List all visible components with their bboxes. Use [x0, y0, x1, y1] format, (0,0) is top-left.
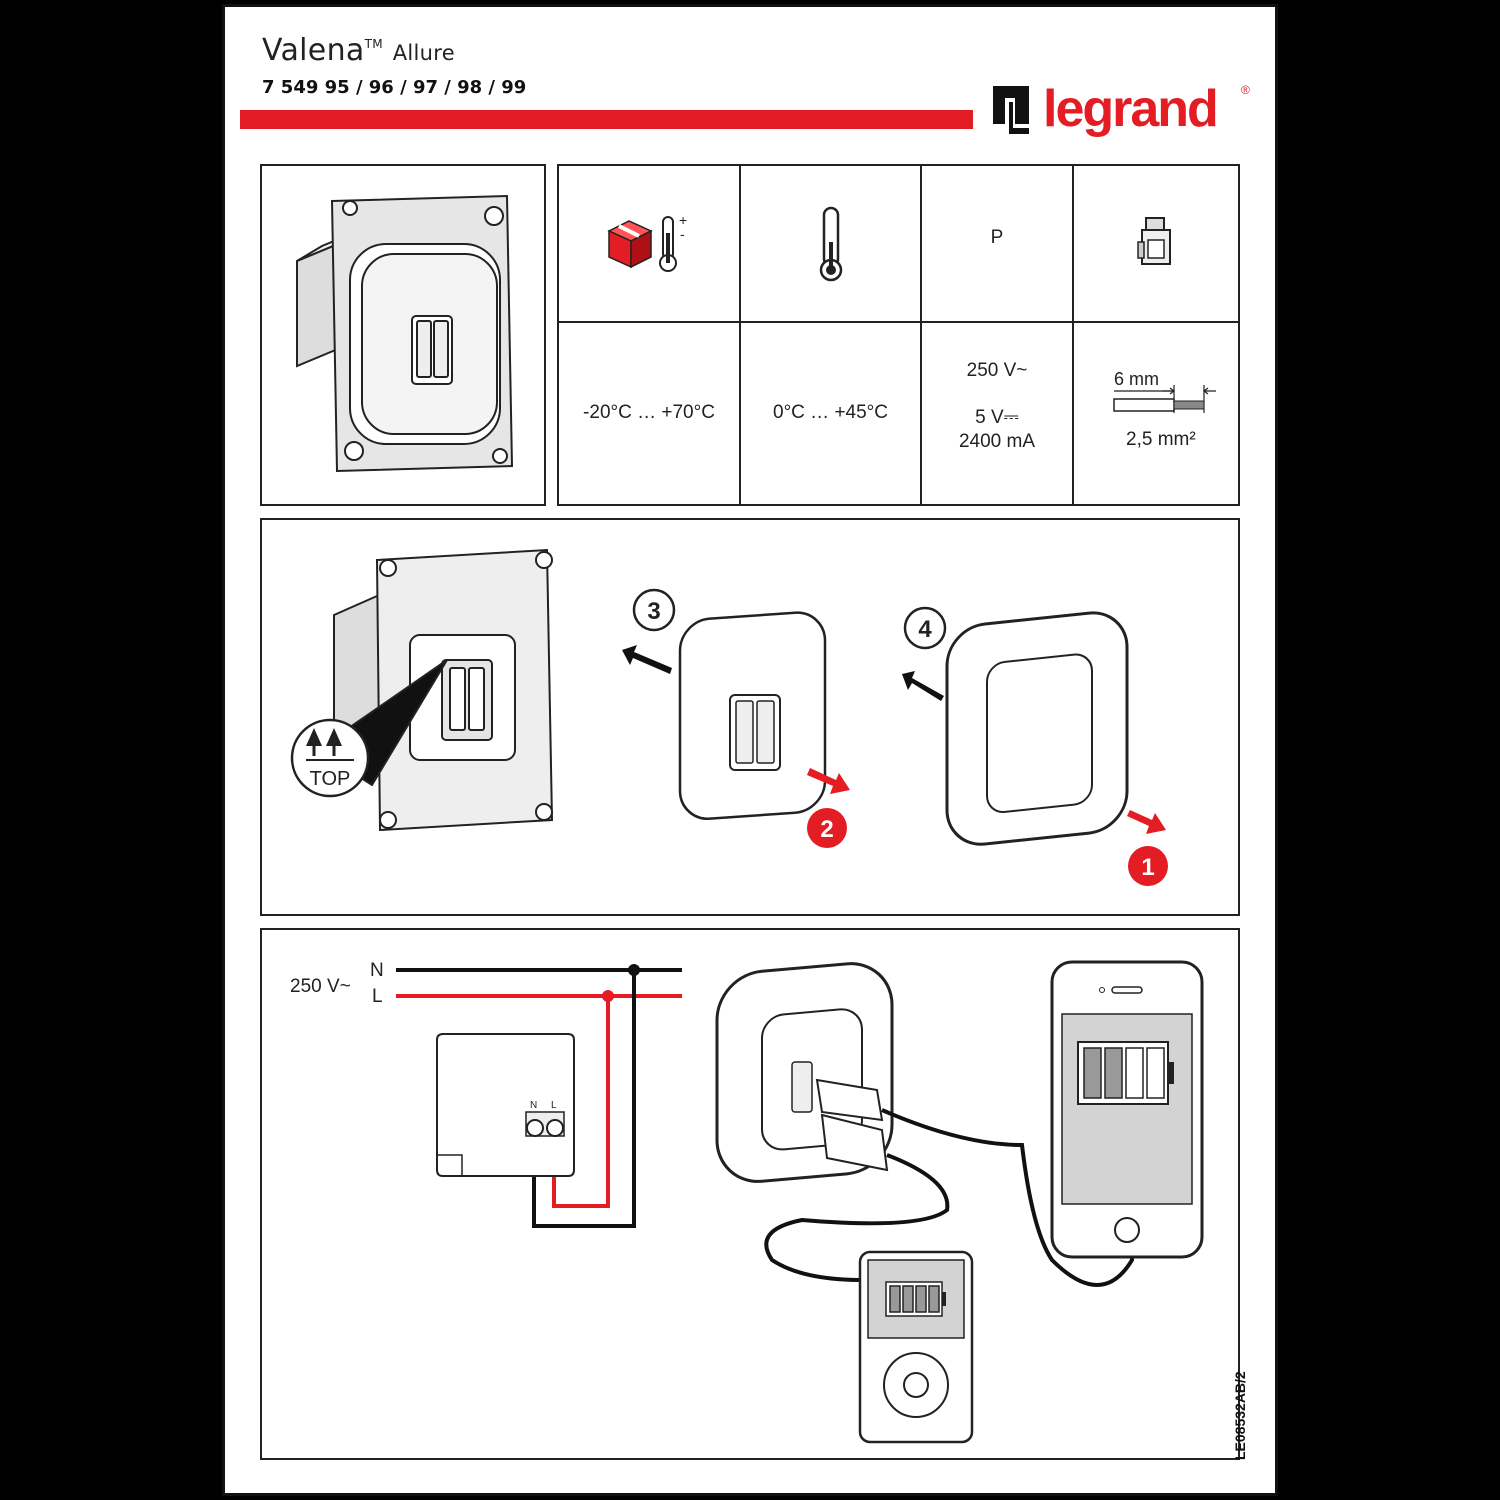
product-name: Valena	[262, 33, 365, 68]
box-thermometer-icon: + -	[607, 212, 687, 272]
screw-terminal-icon	[1137, 216, 1171, 265]
battery-bar	[1125, 1047, 1144, 1099]
usb-cover-plate	[678, 611, 827, 820]
terminal-header	[1074, 166, 1238, 321]
svg-text:+: +	[679, 212, 687, 228]
line-label: L	[372, 986, 383, 1007]
product-references: 7 549 95 / 96 / 97 / 98 / 99	[262, 77, 527, 98]
strip-length: 6 mm	[1114, 369, 1159, 389]
terminal-n-label: N	[530, 1100, 537, 1111]
terminal-screw-icon	[546, 1119, 564, 1137]
power-output-voltage: 5 V⎓	[975, 406, 1019, 428]
storage-temp-header: + -	[559, 166, 739, 321]
registered-mark: ®	[1241, 83, 1250, 97]
arrow-up-left-icon	[622, 645, 672, 674]
top-orientation-badge: TOP	[290, 718, 370, 798]
thermometer-icon	[819, 206, 842, 281]
specs-table: + - P -20°C … +70°C 0°C … +45°C 250 V~ 5…	[557, 164, 1240, 506]
phone-battery-bars	[1083, 1047, 1165, 1099]
header-red-bar	[240, 110, 973, 129]
step-2-number: 2	[820, 816, 833, 843]
legrand-logo-mark	[993, 86, 1029, 134]
wiring-diagram: 250 V~ N L N L	[290, 960, 1204, 1444]
svg-text:-: -	[680, 226, 685, 242]
media-player	[858, 1250, 974, 1444]
usb-charger-module: N L	[436, 1033, 575, 1177]
installation-panel: TOP 3 2 4 1	[260, 518, 1240, 916]
supply-voltage: 250 V~	[290, 976, 351, 997]
home-button-icon	[1114, 1217, 1140, 1243]
terminal-l-label: L	[551, 1100, 557, 1111]
installed-usb-charger	[715, 962, 1134, 1287]
wire-section: 2,5 mm²	[1126, 429, 1196, 450]
step-1-badge: 1	[1128, 846, 1168, 886]
specs-col-divider	[1072, 166, 1074, 504]
installation-diagram: TOP 3 2 4 1	[290, 548, 1168, 886]
power-output-current: 2400 mA	[958, 431, 1036, 453]
wire-spec-cell: 6 mm 2,5 mm²	[1074, 323, 1238, 504]
phone-cable	[881, 1108, 1134, 1287]
document-code: LE08532AB/2	[1232, 1371, 1248, 1460]
product-title: ValenaTM Allure	[262, 33, 455, 68]
operating-temp-value: 0°C … +45°C	[773, 402, 888, 424]
storage-temp-value: -20°C … +70°C	[583, 402, 715, 424]
battery-bar	[902, 1285, 914, 1313]
step-2-badge: 2	[807, 808, 847, 848]
battery-bar	[928, 1285, 940, 1313]
arrow-down-right-icon	[1127, 810, 1166, 834]
specs-row-divider	[559, 321, 1238, 323]
arrow-down-right-icon	[807, 768, 850, 794]
power-input: 250 V~	[966, 360, 1028, 381]
trademark: TM	[364, 37, 383, 51]
player-battery-bars	[889, 1285, 940, 1313]
legrand-logo: legrand ®	[993, 80, 1250, 138]
cover-frame	[945, 611, 1129, 846]
power-header: P	[990, 227, 1004, 249]
battery-bar	[1083, 1047, 1102, 1099]
power-values: 250 V~ 5 V⎓ 2400 mA	[922, 323, 1072, 504]
arrow-up-left-icon	[902, 671, 944, 701]
wire-strip-diagram: 6 mm 2,5 mm²	[1113, 369, 1216, 450]
smartphone	[1050, 960, 1204, 1259]
wiring-panel: 250 V~ N L N L	[260, 928, 1240, 1460]
operating-temp-header	[741, 166, 920, 321]
player-cable	[764, 1153, 950, 1282]
neutral-label: N	[370, 960, 384, 981]
step-3-badge: 3	[632, 588, 676, 632]
step-4-number: 4	[918, 616, 932, 643]
battery-bar	[889, 1285, 901, 1313]
specs-col-divider	[739, 166, 741, 504]
specs-col-divider	[920, 166, 922, 504]
usb-charger-product-illustration	[296, 194, 514, 473]
battery-bar	[1104, 1047, 1123, 1099]
battery-bar	[1146, 1047, 1165, 1099]
product-image-panel	[260, 164, 546, 506]
legrand-wordmark: legrand	[1043, 80, 1217, 138]
terminal-screw-icon	[526, 1119, 544, 1137]
up-arrows-icon	[306, 728, 342, 746]
step-3-number: 3	[647, 598, 660, 625]
product-range: Allure	[392, 41, 455, 65]
step-4-badge: 4	[903, 606, 947, 650]
step-1-number: 1	[1141, 854, 1154, 881]
battery-bar	[915, 1285, 927, 1313]
top-label: TOP	[310, 768, 351, 790]
